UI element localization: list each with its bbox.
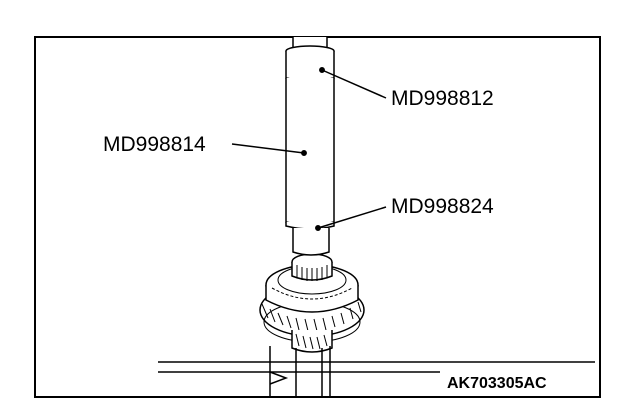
- spline-lines: [296, 265, 328, 281]
- support-notch: [269, 371, 289, 385]
- gear-assembly: [259, 253, 365, 353]
- press-tool: [285, 37, 335, 256]
- leader-md998824: [317, 206, 387, 229]
- leader-md998824-dot: [315, 225, 321, 231]
- leader-md998812: [321, 69, 387, 99]
- sync-ring-dashes: [271, 287, 353, 300]
- figure-code: AK703305AC: [447, 375, 547, 392]
- leader-lines: [231, 67, 387, 231]
- lower-hub: [291, 330, 333, 353]
- bench-base: [158, 346, 595, 396]
- shaft-bottom: [295, 348, 323, 396]
- label-md998824: MD998824: [391, 195, 494, 218]
- tool-adapter: [292, 228, 330, 256]
- tool-cap: [285, 51, 335, 82]
- leader-md998812-dot: [319, 67, 325, 73]
- label-md998812: MD998812: [391, 87, 494, 110]
- leader-md998814-dot: [301, 150, 307, 156]
- support-block: [269, 346, 331, 396]
- leader-md998814: [231, 143, 305, 154]
- lower-hub-teeth: [295, 333, 328, 350]
- label-md998814: MD998814: [103, 133, 206, 156]
- lower-gear-teeth: [261, 301, 362, 332]
